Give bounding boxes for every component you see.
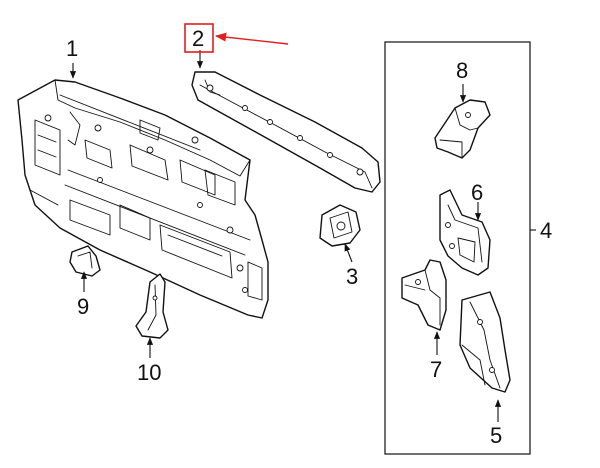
part-3-bracket[interactable]: [319, 204, 361, 247]
callout-2-highlight-box: [184, 23, 214, 53]
callout-2: 2: [192, 26, 204, 51]
callout-10: 10: [137, 360, 161, 385]
callout-3: 3: [346, 264, 358, 289]
callout-6: 6: [471, 180, 483, 205]
part-5-quarter-extension[interactable]: [459, 291, 511, 393]
part-2-upper-crossmember[interactable]: [191, 71, 381, 193]
callout-1: 1: [66, 36, 78, 61]
highlight-arrow: [214, 32, 289, 45]
callout-8: 8: [456, 58, 468, 83]
part-7-extension[interactable]: [401, 259, 447, 331]
part-9-clip[interactable]: [69, 245, 101, 277]
callout-5: 5: [490, 423, 502, 448]
callout-4: 4: [540, 218, 552, 243]
part-1-rear-body-panel[interactable]: [17, 79, 269, 319]
part-4-group-box: [384, 41, 531, 455]
part-10-support-bracket[interactable]: [135, 273, 169, 339]
callout-7: 7: [430, 357, 442, 382]
part-6-inner-panel[interactable]: [439, 189, 491, 276]
part-8-reinforcement[interactable]: [434, 99, 491, 159]
callout-9: 9: [77, 294, 89, 319]
